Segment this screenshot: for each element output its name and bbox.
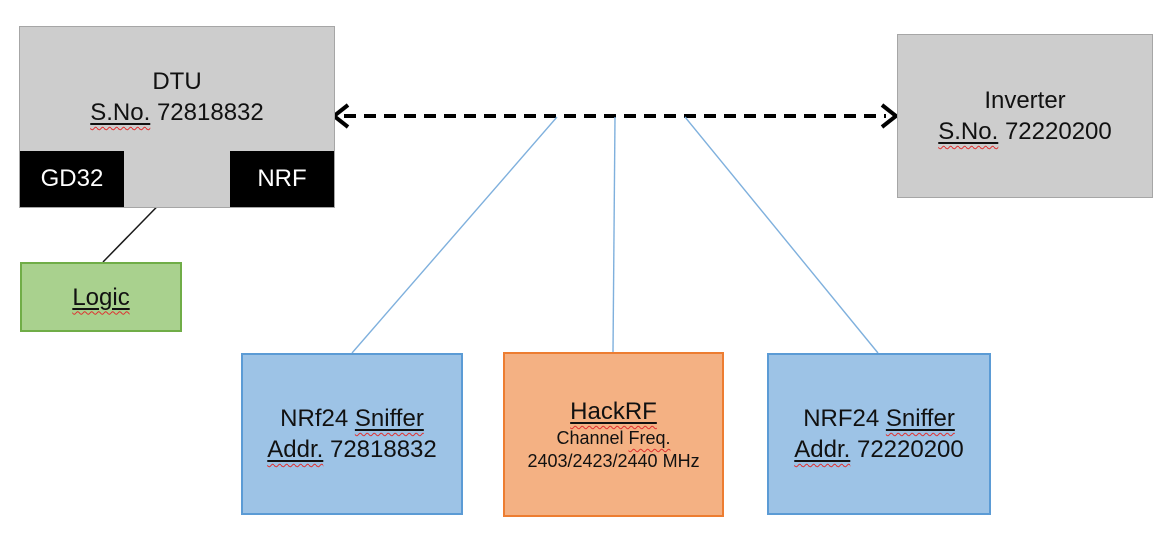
sniffer-right-word: Sniffer	[885, 405, 955, 432]
gd32-chip-label: GD32	[40, 165, 104, 192]
sniffer-left-addr-label: Addr.	[267, 436, 324, 463]
sniffer-right-line1: NRF24 Sniffer	[803, 403, 955, 434]
tap-line-hackrf	[612, 116, 616, 353]
logic-box: Logic	[20, 262, 182, 332]
dtu-serial-number: 72818832	[150, 99, 264, 126]
sniffer-right-box: NRF24 Sniffer Addr. 72220200	[767, 353, 991, 515]
inverter-box: Inverter S.No. 72220200	[897, 34, 1153, 198]
sniffer-left-line1: NRf24 Sniffer	[280, 403, 424, 434]
sniffer-right-addr-value: 72220200	[850, 436, 964, 463]
logic-label-line: Logic	[72, 282, 129, 313]
sniffer-left-line2: Addr. 72818832	[267, 434, 437, 465]
inverter-serial: S.No. 72220200	[938, 116, 1111, 147]
rf-link-arrowhead-right	[880, 103, 900, 129]
logic-label: Logic	[72, 283, 130, 311]
nrf-chip: NRF	[230, 151, 334, 207]
hackrf-freq-label-line: Channel Freq.	[556, 427, 670, 450]
gd32-chip: GD32	[20, 151, 124, 207]
tap-line-sniffer-left	[351, 116, 558, 354]
dtu-serial: S.No. 72818832	[90, 97, 263, 128]
nrf-chip-label: NRF	[257, 165, 307, 192]
hackrf-freq-label: Channel	[556, 428, 629, 448]
inverter-serial-label: S.No.	[938, 118, 999, 145]
sniffer-right-addr-label: Addr.	[794, 436, 851, 463]
hackrf-title-line: HackRF	[570, 396, 657, 427]
hackrf-freq-values: 2403/2423/2440 MHz	[527, 451, 700, 471]
sniffer-left-box: NRf24 Sniffer Addr. 72818832	[241, 353, 463, 515]
hackrf-box: HackRF Channel Freq. 2403/2423/2440 MHz	[503, 352, 724, 517]
sniffer-left-word: Sniffer	[354, 405, 424, 432]
hackrf-freq-word: Freq.	[628, 428, 671, 448]
sniffer-left-name: NRf24	[280, 405, 355, 432]
dtu-title: DTU	[152, 68, 202, 95]
dtu-serial-label: S.No.	[90, 99, 151, 126]
dtu-box: DTU S.No. 72818832 GD32 NRF	[19, 26, 335, 208]
sniffer-left-addr-value: 72818832	[323, 436, 437, 463]
sniffer-right-line2: Addr. 72220200	[794, 434, 964, 465]
inverter-serial-number: 72220200	[998, 118, 1112, 145]
inverter-title: Inverter	[984, 87, 1066, 114]
tap-line-sniffer-right	[684, 116, 879, 354]
sniffer-right-name: NRF24	[803, 405, 886, 432]
hackrf-title: HackRF	[570, 398, 657, 425]
